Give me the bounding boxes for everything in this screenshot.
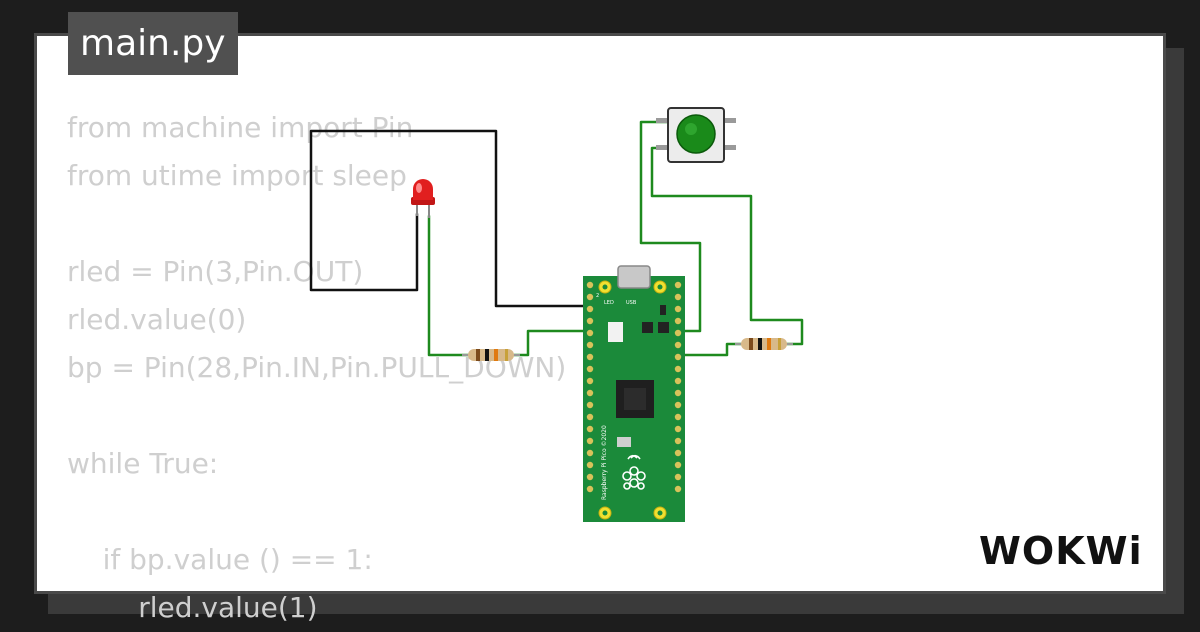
pico-usb-label: USB [626, 300, 637, 306]
pico-pin-label: 2 [596, 293, 599, 299]
code-line-10: if bp.value () == 1: [67, 543, 373, 576]
wire-resistor-pico[interactable] [512, 329, 592, 357]
code-line-2: from utime import sleep [67, 159, 407, 192]
pico-pin-header-right [674, 281, 682, 493]
raspberry-pi-pico[interactable]: LED USB 2 Raspberry Pi Pico ©2020 [583, 265, 685, 522]
pico-board-label: Raspberry Pi Pico ©2020 [601, 425, 608, 500]
code-line-1: from machine import Pin [67, 111, 414, 144]
wire-button-resistor[interactable] [650, 146, 804, 346]
code-line-5: rled.value(0) [67, 303, 247, 336]
wire-black-led[interactable] [309, 129, 590, 308]
code-editor[interactable]: from machine import Pin from utime import… [67, 104, 566, 632]
resistor-1[interactable] [462, 349, 520, 361]
wokwi-logo: WOKWi [979, 529, 1143, 573]
file-tab-main-py[interactable]: main.py [68, 12, 238, 75]
pico-pin-header-left [586, 281, 594, 493]
pico-led-label: LED [604, 300, 614, 306]
push-button[interactable] [656, 107, 736, 163]
red-led[interactable] [411, 179, 435, 218]
raspberry-logo-icon [622, 454, 646, 490]
wire-led-resistor[interactable] [427, 214, 470, 357]
svg-text:WOKWi: WOKWi [979, 529, 1143, 573]
wire-button-pico[interactable] [639, 120, 702, 333]
code-line-8: while True: [67, 447, 219, 480]
wire-resistor-gp28[interactable] [678, 342, 743, 357]
code-line-11: rled.value(1) [67, 591, 318, 624]
code-line-6: bp = Pin(28,Pin.IN,Pin.PULL_DOWN) [67, 351, 567, 384]
resistor-2[interactable] [735, 338, 793, 350]
code-line-4: rled = Pin(3,Pin.OUT) [67, 255, 364, 288]
